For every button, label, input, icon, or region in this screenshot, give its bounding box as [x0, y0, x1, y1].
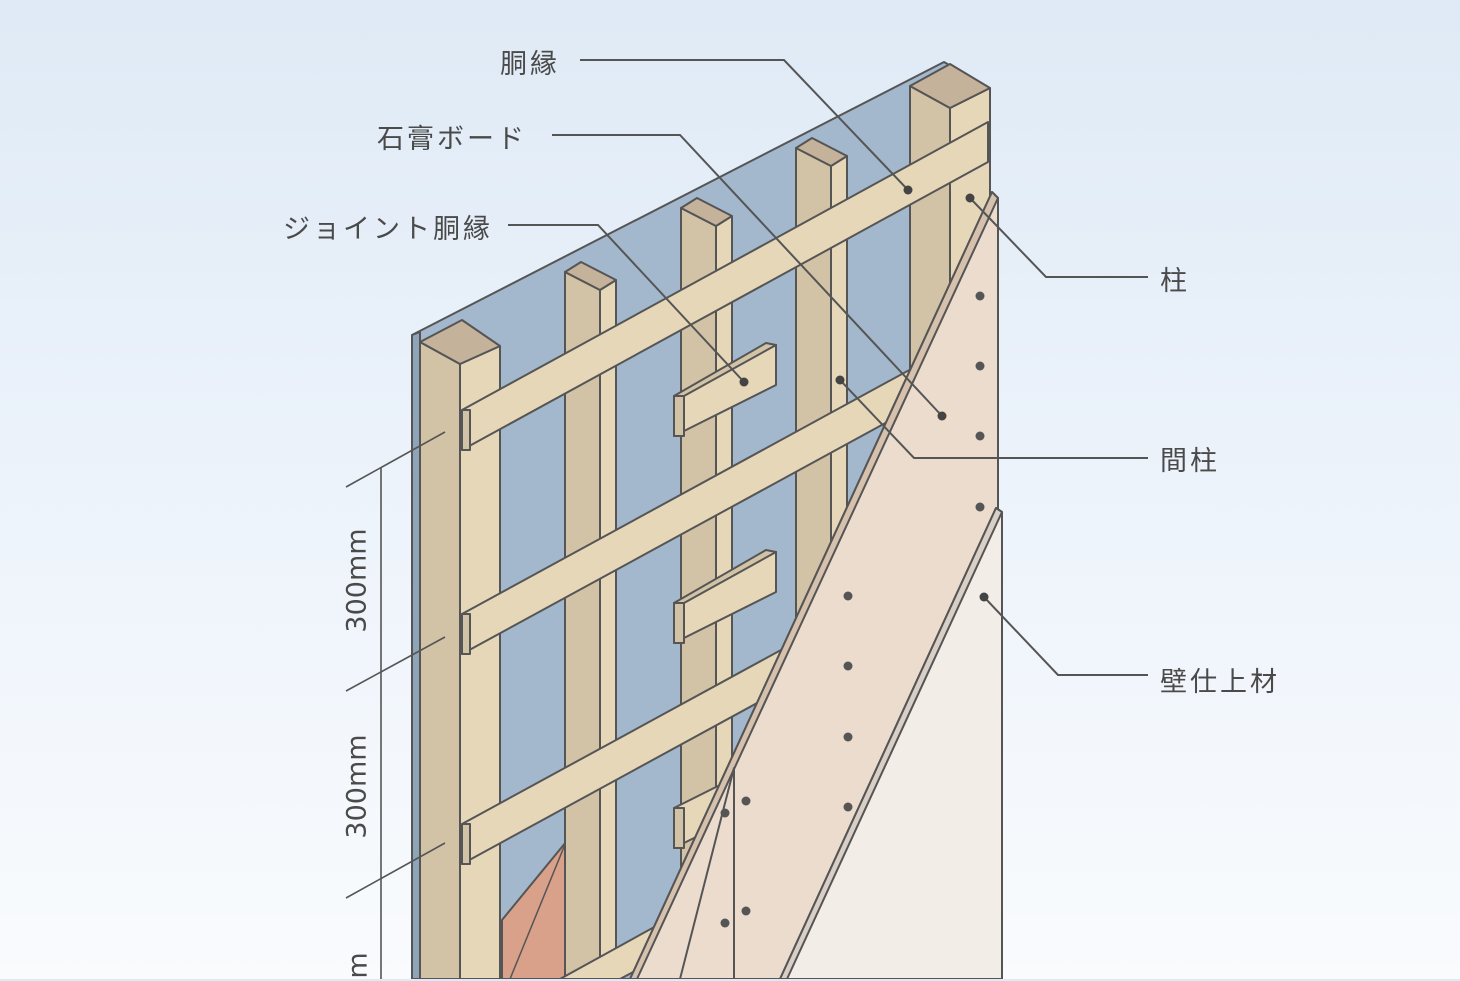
joint-furring-2 [673, 549, 777, 644]
joint-furring-1 [673, 342, 777, 437]
dimension-middle: 300mm [341, 734, 373, 839]
dimension-upper: 300mm [341, 528, 373, 633]
label-dobuchi: 胴縁 [500, 49, 560, 80]
label-sekko-board: 石膏ボード [377, 124, 527, 155]
leader-joint-dobuchi [508, 224, 745, 383]
furring-strip-1 [461, 121, 989, 451]
label-mabashira: 間柱 [1160, 446, 1220, 477]
leader-end-dots [739, 185, 989, 602]
leader-lines [508, 59, 1148, 676]
wall-finish [779, 507, 1003, 979]
leader-kabe-shiage [983, 596, 1148, 676]
nail-dots [720, 291, 985, 928]
dimension-lines [345, 431, 446, 979]
leader-hashira [969, 197, 1148, 278]
leader-dobuchi [580, 59, 909, 191]
label-hashira: 柱 [1160, 266, 1190, 297]
label-joint-dobuchi: ジョイント胴縁 [283, 214, 493, 245]
leader-mabashira [839, 379, 1148, 459]
label-kabe-shiage: 壁仕上材 [1160, 667, 1280, 698]
dimension-lower-partial: m [342, 952, 374, 979]
leader-sekko-board [552, 134, 943, 417]
